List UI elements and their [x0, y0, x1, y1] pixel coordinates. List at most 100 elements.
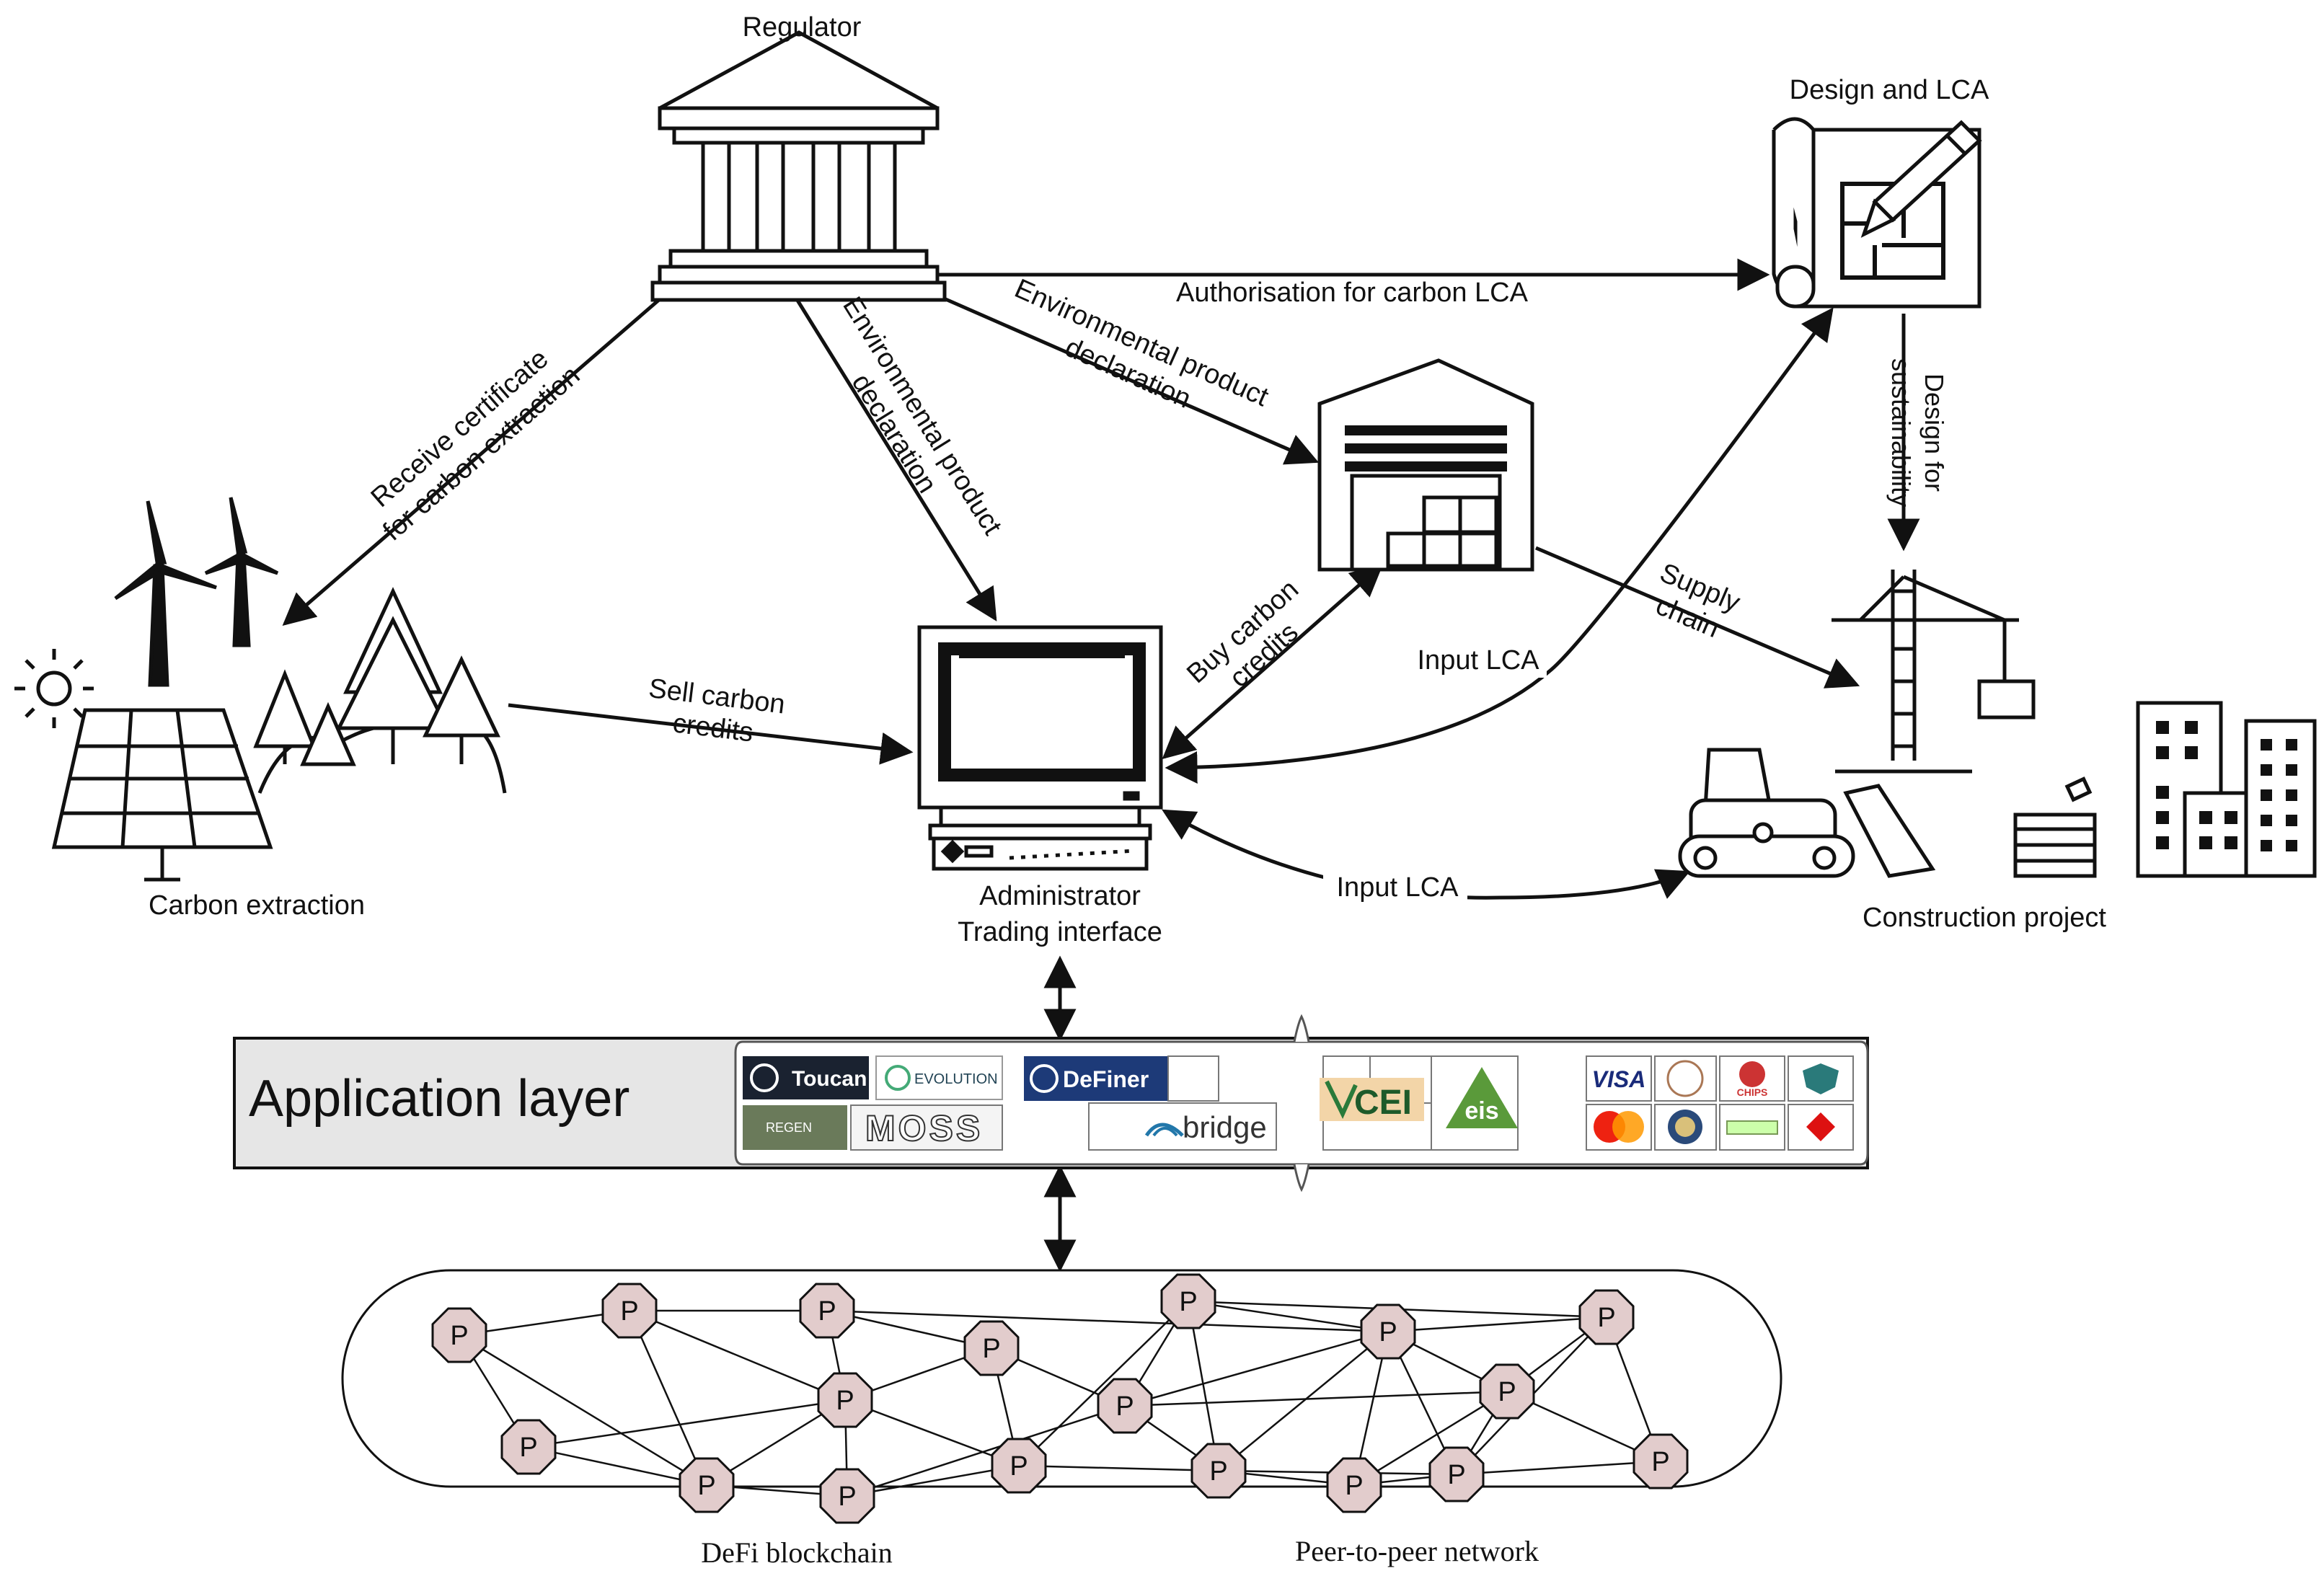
- edge-receive-certificate: [282, 298, 661, 626]
- peer-label: P: [697, 1471, 715, 1501]
- peer-label: P: [1115, 1391, 1134, 1422]
- network-link: [528, 1446, 707, 1487]
- evolution-logo-text: EVOLUTION: [914, 1071, 998, 1087]
- bridge-logo: [1088, 1102, 1277, 1151]
- peer-node: P: [799, 1283, 855, 1339]
- peer-node: P: [431, 1307, 487, 1363]
- peer-node: P: [963, 1320, 1020, 1376]
- epd-admin-label-group: Environmental product declaration: [836, 292, 1007, 541]
- peer-node: P: [601, 1283, 658, 1339]
- design-lca-label: Design and LCA: [1790, 75, 1989, 105]
- toucan-logo-text: Toucan: [792, 1067, 867, 1091]
- carbon-extraction-label: Carbon extraction: [149, 890, 365, 921]
- warehouse-icon: [1317, 358, 1534, 572]
- network-link: [1387, 1316, 1607, 1333]
- peer-node: P: [1160, 1273, 1216, 1329]
- logo-brace: [734, 1040, 1869, 1166]
- regulator-label: Regulator: [743, 12, 862, 43]
- network-link: [1218, 1331, 1389, 1471]
- peer-octagon: [500, 1419, 557, 1475]
- peer-octagon: [819, 1468, 875, 1524]
- definer-logo-text: DeFiner: [1063, 1066, 1149, 1092]
- definer-logo: [1024, 1056, 1168, 1101]
- application-layer: Application layer Toucan EVOLUTION REGEN…: [233, 1014, 1869, 1192]
- network-link: [826, 1309, 1389, 1333]
- peer-label: P: [1651, 1447, 1669, 1477]
- network-link: [1018, 1301, 1189, 1466]
- network-link: [1456, 1460, 1661, 1476]
- input-lca-design-bg: [1402, 642, 1547, 678]
- admin-label-line2: Trading interface: [958, 917, 1162, 947]
- moss-logo: [850, 1104, 1003, 1151]
- peer-node: P: [1479, 1363, 1535, 1420]
- blueprint-icon: [1772, 117, 1982, 309]
- peer-label: P: [982, 1334, 1000, 1364]
- eis-logo-text: eis: [1464, 1097, 1498, 1125]
- peer-octagon: [799, 1283, 855, 1339]
- peer-octagon: [601, 1283, 658, 1339]
- peer-octagon: [1578, 1289, 1635, 1345]
- construction-label: Construction project: [1863, 903, 2106, 933]
- defi-blockchain-label: DeFi blockchain: [701, 1536, 893, 1569]
- edges: [282, 258, 1920, 1272]
- supply-chain-label-group: Supply chain: [1651, 558, 1744, 645]
- network-link: [1353, 1390, 1508, 1487]
- peer-label: P: [1209, 1456, 1227, 1487]
- network-link: [528, 1399, 846, 1448]
- network-link: [1187, 1301, 1220, 1471]
- peer-octagon: [991, 1438, 1047, 1494]
- peer-octagon: [1360, 1303, 1416, 1360]
- visa-logo-text: VISA: [1592, 1066, 1646, 1092]
- network-link: [628, 1310, 708, 1486]
- peer-label: P: [836, 1386, 854, 1416]
- network-link: [459, 1334, 707, 1487]
- peer-octagon: [1632, 1433, 1689, 1489]
- design-sustainability-label-group: Design for sustainability: [1886, 358, 1949, 507]
- edge-input-lca-construction: [1162, 809, 1691, 900]
- peer-node: P: [819, 1468, 875, 1524]
- application-layer-title: Application layer: [249, 1070, 629, 1128]
- network-link: [1124, 1330, 1389, 1407]
- peer-label: P: [1345, 1471, 1363, 1501]
- peer-octagon: [679, 1457, 735, 1513]
- eis-logo: [1446, 1067, 1518, 1128]
- peer-octagon: [431, 1307, 487, 1363]
- peer-label: P: [1379, 1317, 1397, 1347]
- authorisation-label: Authorisation for carbon LCA: [1176, 278, 1529, 308]
- peer-node: P: [500, 1419, 557, 1475]
- sell-credits-label-group: Sell carbon credits: [647, 673, 787, 748]
- peer-label: P: [1009, 1451, 1028, 1482]
- peer-node: P: [679, 1457, 735, 1513]
- peer-octagon: [963, 1320, 1020, 1376]
- peer-octagon: [1190, 1443, 1247, 1499]
- wind-turbine-icon: [114, 497, 279, 687]
- network-link: [459, 1309, 630, 1337]
- computer-icon: [917, 625, 1163, 871]
- cei-logo-text: CEI: [1354, 1084, 1412, 1122]
- toucan-logo: [743, 1056, 869, 1099]
- buy-credits-label-group: Buy carbon credits: [1181, 574, 1304, 694]
- peer-label: P: [519, 1433, 537, 1463]
- sun-icon: [14, 649, 94, 728]
- peer-octagon: [1428, 1446, 1485, 1502]
- crane-icon: [1832, 570, 2036, 774]
- network-link: [1124, 1390, 1508, 1407]
- network-link: [847, 1404, 1126, 1497]
- edge-input-lca-design: [1165, 307, 1834, 784]
- peer-octagon: [1479, 1363, 1535, 1420]
- bulldozer-icon: [1678, 748, 1936, 878]
- peer-node: P: [1578, 1289, 1635, 1345]
- design-sustainability-label-1: Design for: [1919, 373, 1949, 492]
- peer-label: P: [818, 1296, 836, 1327]
- bank-icon: [650, 30, 947, 302]
- bridge-logo-text: bridge: [1183, 1110, 1267, 1144]
- input-lca-construction-label: Input LCA: [1337, 872, 1459, 903]
- chips-logo-text: CHIPS: [1737, 1086, 1768, 1098]
- design-sustainability-label-2: sustainability: [1886, 358, 1916, 507]
- peer-node: P: [991, 1438, 1047, 1494]
- regen-logo-text: REGEN: [766, 1120, 812, 1135]
- network-link: [629, 1309, 846, 1402]
- visa-logo: [1586, 1055, 1652, 1102]
